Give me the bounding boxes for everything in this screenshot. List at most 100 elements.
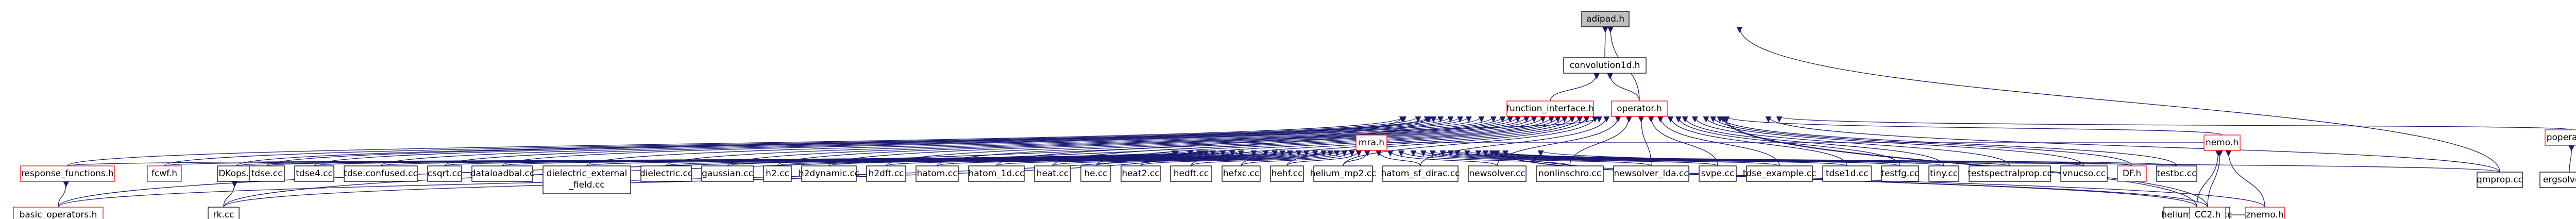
node-h2dft[interactable]: h2dft.cc	[866, 165, 906, 182]
node-vnucso[interactable]: vnucso.cc	[2060, 165, 2108, 182]
node-hedft[interactable]: hedft.cc	[1170, 165, 1212, 182]
node-he-label: he.cc	[1084, 169, 1107, 179]
node-heat2[interactable]: heat2.cc	[1121, 165, 1161, 182]
node-heat[interactable]: heat.cc	[1034, 165, 1071, 182]
node-hsfd[interactable]: hatom_sf_dirac.cc	[1381, 165, 1460, 182]
node-testfg-box	[1881, 165, 1919, 182]
edge-op-to-conv	[1607, 73, 1640, 102]
node-df-box	[2117, 165, 2147, 182]
node-fcwf-box	[147, 165, 182, 182]
node-tdse1d[interactable]: tdse1d.cc	[1822, 165, 1872, 182]
node-tsp[interactable]: testspectralprop.cc	[1968, 165, 2052, 182]
node-fcwf-label: fcwf.h	[151, 169, 177, 179]
node-nemo-label: nemo.h	[2206, 138, 2239, 148]
node-vnucso-label: vnucso.cc	[2062, 169, 2106, 179]
node-op-label: operator.h	[1617, 104, 1662, 114]
node-newsolver[interactable]: newsolver.cc	[1468, 165, 1527, 182]
node-mra-box	[1355, 134, 1387, 151]
node-hemp2[interactable]: helium_mp2.cc	[1310, 165, 1377, 182]
edge-tiny-to-op	[1682, 116, 1944, 166]
node-tdsec[interactable]: tdse.confused.cc	[344, 165, 418, 182]
node-fcwf[interactable]: fcwf.h	[147, 165, 182, 182]
node-hehf[interactable]: hehf.cc	[1270, 165, 1304, 182]
node-tsp-box	[1969, 165, 2051, 182]
node-conv-box	[1563, 57, 1647, 74]
node-diel[interactable]: dielectric.cc	[640, 165, 692, 182]
node-znemo[interactable]: znemo.h	[2245, 207, 2285, 219]
edge-diel-to-op	[666, 116, 1497, 166]
edge-hedft-to-mra	[1191, 150, 1348, 166]
node-adepadh-box	[1581, 11, 1630, 27]
node-conv-label: convolution1d.h	[1570, 60, 1640, 71]
edge-hatom-to-op	[937, 116, 1537, 166]
node-mra[interactable]: mra.h	[1355, 134, 1387, 151]
edge-tdse-to-op	[266, 116, 1437, 166]
node-basic[interactable]: basic_operators.h	[13, 207, 104, 219]
node-testbc[interactable]: testbc.cc	[2156, 165, 2197, 182]
node-heat-box	[1034, 165, 1071, 182]
node-fi[interactable]: function_interface.h	[1506, 100, 1594, 117]
node-csqrt[interactable]: csqrt.cc	[427, 165, 462, 182]
node-testfg[interactable]: testfg.cc	[1881, 165, 1919, 182]
node-dataload[interactable]: dataloadbal.cc	[470, 165, 535, 182]
node-tiny[interactable]: tiny.cc	[1928, 165, 1959, 182]
node-hatom-box	[916, 165, 959, 182]
node-h2[interactable]: h2.cc	[763, 165, 792, 182]
node-vnucso-box	[2060, 165, 2108, 182]
node-hefxc[interactable]: hefxc.cc	[1222, 165, 1261, 182]
node-resp-box	[20, 165, 115, 182]
node-resp[interactable]: response_functions.h	[20, 165, 115, 182]
edge-hemp2-to-mra	[1343, 150, 1370, 166]
node-testbc-box	[2156, 165, 2197, 182]
edge-hemp2-to-op	[1343, 116, 1598, 166]
node-testfg-label: testfg.cc	[1881, 169, 1919, 179]
edge-dielext-to-mra	[586, 150, 1257, 166]
node-ergo[interactable]: ergsolver.cc	[2539, 172, 2576, 188]
node-nemo[interactable]: nemo.h	[2204, 134, 2241, 151]
node-fi-box	[1506, 100, 1594, 117]
node-tdseex-label: tdse_example.cc	[1743, 169, 1817, 179]
edge-h2dyn-to-mra	[828, 150, 1293, 166]
edge-hehf-to-op	[1286, 116, 1590, 166]
edge-fi-to-conv	[1550, 73, 1600, 102]
node-tdseex[interactable]: tdse_example.cc	[1743, 165, 1817, 182]
node-dataload-box	[471, 165, 533, 182]
node-h2dyn[interactable]: h2dynamic.cc	[799, 165, 859, 182]
node-op[interactable]: operator.h	[1611, 100, 1668, 117]
node-hatom[interactable]: hatom.cc	[916, 165, 959, 182]
node-basic-box	[13, 207, 104, 219]
edge-tsp-to-op	[1692, 116, 2010, 166]
node-hatom1d-label: hatom_1d.cc	[968, 169, 1024, 179]
edge-tdsec-to-op	[380, 116, 1454, 166]
node-conv[interactable]: convolution1d.h	[1563, 57, 1647, 74]
node-dielext[interactable]: dielectric_external_field.cc	[543, 165, 631, 194]
node-sdf[interactable]: svpe.cc	[1699, 165, 1737, 182]
node-hatom1d[interactable]: hatom_1d.cc	[968, 165, 1025, 182]
node-nonlin[interactable]: nonlinschro.cc	[1536, 165, 1604, 182]
node-hedft-label: hedft.cc	[1174, 169, 1209, 179]
node-sdf-label: svpe.cc	[1701, 169, 1734, 179]
node-hefxc-box	[1222, 165, 1261, 182]
node-hefxc-label: hefxc.cc	[1223, 169, 1259, 179]
node-tdse[interactable]: tdse.cc	[249, 165, 285, 182]
node-df[interactable]: DF.h	[2117, 165, 2147, 182]
node-cc2[interactable]: CC2.h	[2189, 207, 2226, 219]
node-newlda[interactable]: newsolver_lda.cc	[1613, 165, 1689, 182]
node-he[interactable]: he.cc	[1080, 165, 1111, 182]
node-dielext-label: dielectric_external	[547, 169, 628, 179]
node-gauss[interactable]: gaussian.cc	[701, 165, 754, 182]
node-rk[interactable]: rk.cc	[208, 207, 240, 219]
node-tdse-box	[249, 165, 285, 182]
node-popop[interactable]: poperator.h	[2545, 129, 2576, 146]
node-basic-label: basic_operators.h	[20, 210, 97, 219]
node-tdse4[interactable]: tdse4.cc	[294, 165, 334, 182]
edge-nonlin-to-mra	[1398, 150, 1570, 166]
edge-heat2-to-mra	[1140, 150, 1340, 166]
node-diel-box	[640, 165, 692, 182]
node-qmprop[interactable]: qmprop.cc	[2477, 172, 2523, 188]
node-hsfd-box	[1382, 165, 1459, 182]
node-dataload-label: dataloadbal.cc	[470, 169, 535, 179]
node-adepadh[interactable]: adipad.h	[1581, 11, 1630, 27]
node-cc2-label: CC2.h	[2195, 210, 2221, 219]
node-h2dft-box	[866, 165, 906, 182]
